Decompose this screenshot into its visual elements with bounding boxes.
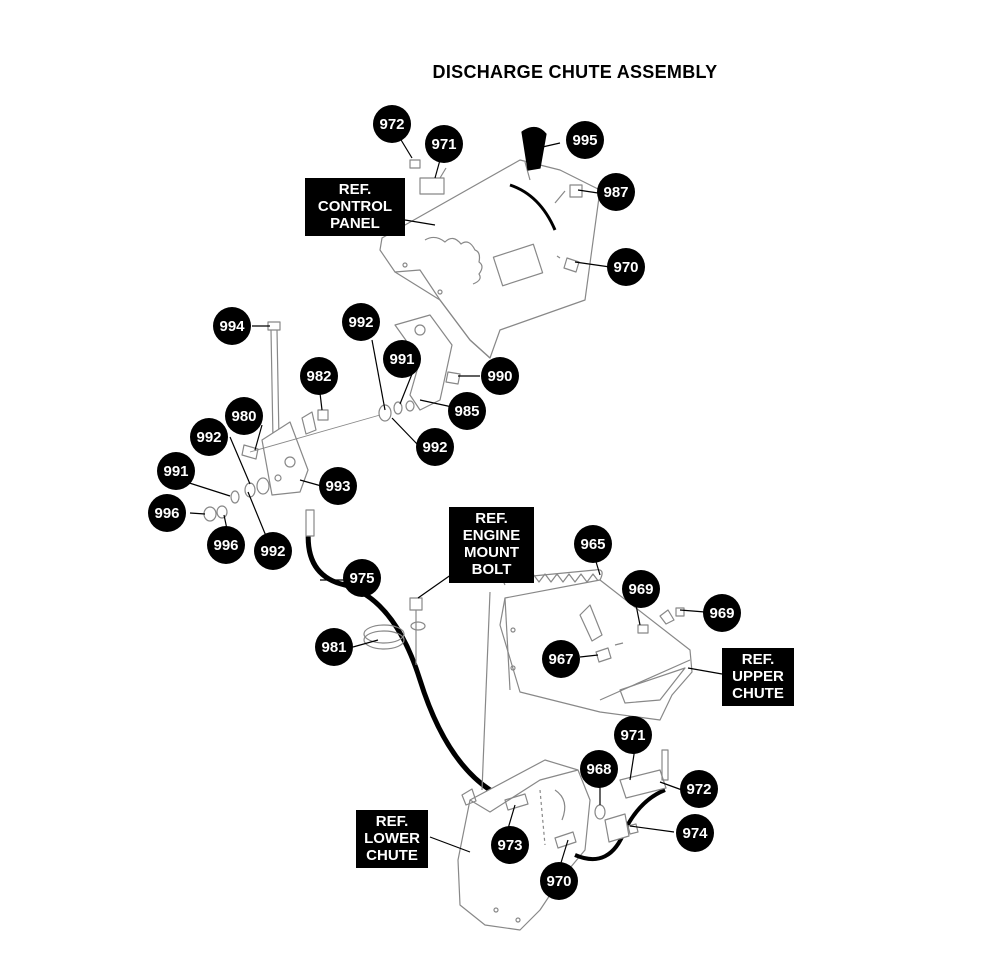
callout-992: 992 xyxy=(416,428,454,466)
callout-970: 970 xyxy=(607,248,645,286)
ref-engine-mount-bolt-label: REF. ENGINE MOUNT BOLT xyxy=(449,507,534,583)
callout-971: 971 xyxy=(425,125,463,163)
rod-part xyxy=(267,321,281,441)
callout-968: 968 xyxy=(580,750,618,788)
callout-972: 972 xyxy=(373,105,411,143)
callout-981: 981 xyxy=(315,628,353,666)
callout-969: 969 xyxy=(703,594,741,632)
callout-995: 995 xyxy=(566,121,604,159)
callout-969: 969 xyxy=(622,570,660,608)
callout-971: 971 xyxy=(614,716,652,754)
ref-control-panel-label: REF. CONTROL PANEL xyxy=(305,178,405,236)
callout-993: 993 xyxy=(319,467,357,505)
callout-965: 965 xyxy=(574,525,612,563)
lower-hardware xyxy=(574,749,669,861)
callout-991: 991 xyxy=(383,340,421,378)
callout-973: 973 xyxy=(491,826,529,864)
callout-987: 987 xyxy=(597,173,635,211)
callout-992: 992 xyxy=(190,418,228,456)
callout-994: 994 xyxy=(213,307,251,345)
callout-967: 967 xyxy=(542,640,580,678)
callout-990: 990 xyxy=(481,357,519,395)
ref-lower-chute-label: REF. LOWER CHUTE xyxy=(356,810,428,868)
callout-992: 992 xyxy=(254,532,292,570)
callout-996: 996 xyxy=(207,526,245,564)
callout-980: 980 xyxy=(225,397,263,435)
callout-974: 974 xyxy=(676,814,714,852)
callout-970: 970 xyxy=(540,862,578,900)
diagram-title: DISCHARGE CHUTE ASSEMBLY xyxy=(432,62,718,82)
upper-chute-part xyxy=(499,579,693,721)
bracket-part xyxy=(261,421,309,496)
shift-lever-part xyxy=(509,126,557,231)
engine-clamp-part xyxy=(363,597,426,665)
callout-972: 972 xyxy=(680,770,718,808)
left-hardware xyxy=(203,400,415,522)
callout-985: 985 xyxy=(448,392,486,430)
callout-975: 975 xyxy=(343,559,381,597)
panel-bolts xyxy=(409,159,583,273)
callout-991: 991 xyxy=(157,452,195,490)
control-cable xyxy=(305,517,521,803)
callout-982: 982 xyxy=(300,357,338,395)
ref-upper-chute-label: REF. UPPER CHUTE xyxy=(722,648,794,706)
callout-992: 992 xyxy=(342,303,380,341)
callout-996: 996 xyxy=(148,494,186,532)
